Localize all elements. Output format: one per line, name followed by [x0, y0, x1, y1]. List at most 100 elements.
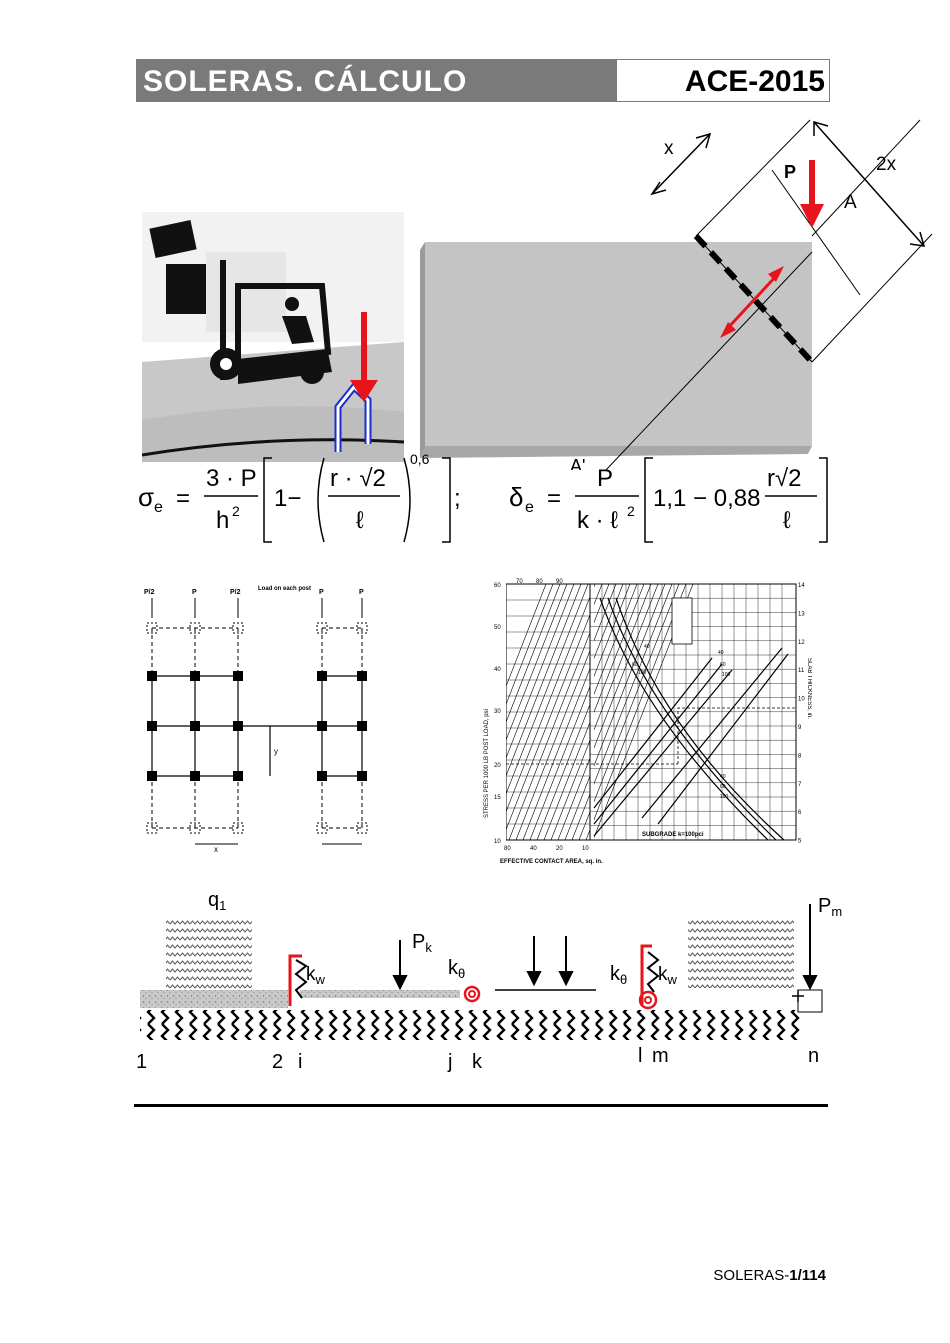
svg-text:k · ℓ: k · ℓ: [577, 507, 618, 534]
bottom-tick: 40: [530, 846, 537, 852]
node-n: n: [808, 1045, 819, 1067]
bottom-axis-title: EFFECTIVE CONTACT AREA, sq. in.: [500, 859, 603, 865]
right-tick: 12: [798, 640, 805, 646]
right-tick: 9: [798, 725, 802, 731]
curve-label: 60: [632, 662, 638, 668]
node-2: 2: [272, 1051, 283, 1073]
page-footer: SOLERAS-1/114: [713, 1267, 826, 1284]
kw-label-left: kw: [306, 964, 326, 987]
svg-text:3 · P: 3 · P: [206, 465, 257, 492]
svg-text:P: P: [597, 465, 613, 492]
load-note: Load on each post: [258, 586, 311, 592]
left-tick: 15: [494, 795, 501, 801]
contact-area-line: [501, 583, 603, 841]
node-1: 1: [136, 1051, 147, 1073]
page-number: 1/114: [789, 1267, 826, 1284]
left-axis-title: STRESS PER 1000 LB POST LOAD, psi: [484, 709, 490, 818]
bottom-tick: 10: [582, 846, 589, 852]
left-tick: 20: [494, 763, 501, 769]
chart-curve: [615, 597, 785, 841]
svg-text:h: h: [216, 507, 229, 534]
left-tick: 10: [494, 839, 501, 845]
label-p-half-1: P/2: [144, 589, 155, 596]
curve-label: 60: [720, 662, 726, 668]
kw-label-right: kw: [658, 964, 678, 987]
ktheta-label-right: kθ: [610, 963, 627, 987]
two-x-dimension-label: 2x: [876, 154, 897, 175]
top-tick: 70: [516, 579, 523, 585]
point-a-label: A: [844, 192, 857, 213]
svg-text:=: =: [176, 485, 190, 512]
svg-text:r√2: r√2: [767, 465, 802, 492]
inset-grid: [671, 597, 693, 645]
curve-label: 100: [638, 670, 647, 676]
curve-label: 100: [722, 672, 731, 678]
svg-text:δ: δ: [509, 482, 523, 512]
deflection-formula: δ e = P k · ℓ 2 1,1 − 0,88 r√2 ℓ: [509, 457, 828, 543]
left-mask-right: [590, 578, 594, 870]
reading-line: [677, 707, 796, 764]
x-dimension-label: x: [664, 138, 674, 159]
svg-text:2: 2: [232, 503, 240, 519]
q1-label: q1: [208, 889, 226, 913]
left-tick: 50: [494, 625, 501, 631]
right-tick: 10: [798, 697, 805, 703]
beam-model: q1 kw Pk kθ kθ kw Pm 1 2 i j k l m n: [136, 889, 842, 1073]
post-grid-figure: P/2 P P/2 P P Load on each post y x: [144, 586, 368, 854]
chart-curve: [607, 597, 777, 841]
left-tick: 60: [494, 583, 501, 589]
node-l: l: [638, 1045, 642, 1067]
svg-text:σ: σ: [138, 482, 154, 512]
svg-text:;: ;: [454, 485, 461, 512]
curve-label: 100: [720, 794, 729, 800]
node-m: m: [652, 1045, 669, 1067]
label-p-half-2: P/2: [230, 589, 241, 596]
svg-text:r · √2: r · √2: [330, 465, 386, 492]
right-tick: 11: [798, 668, 805, 674]
curve-label: 40: [718, 650, 724, 656]
node-j: j: [447, 1051, 452, 1073]
right-tick: 6: [798, 810, 802, 816]
curve-label: 40: [720, 774, 726, 780]
label-p-1: P: [192, 589, 197, 596]
horizontal-rule: [134, 1104, 828, 1107]
p-load-label: P: [784, 162, 796, 182]
footer-prefix: SOLERAS-: [713, 1267, 790, 1284]
top-tick: 80: [536, 579, 543, 585]
header-bar: SOLERAS. CÁLCULO ACE-2015: [136, 59, 830, 102]
svg-text:0,6: 0,6: [410, 451, 430, 467]
right-tick: 14: [798, 583, 805, 589]
top-tick: 90: [556, 579, 563, 585]
point-a-prime-label: A': [570, 456, 585, 470]
bottom-tick: 20: [556, 846, 563, 852]
svg-text:=: =: [547, 485, 561, 512]
svg-text:e: e: [154, 499, 163, 516]
left-mask: [482, 578, 506, 870]
forklift-illustration: [142, 212, 404, 462]
bottom-tick: 80: [504, 846, 511, 852]
document-code: ACE-2015: [684, 65, 825, 98]
svg-text:1−: 1−: [274, 485, 301, 512]
ktheta-label-left: kθ: [448, 957, 465, 981]
chart-curve: [593, 663, 723, 825]
contact-area-line: [482, 583, 561, 785]
contact-area-line: [494, 583, 596, 841]
svg-text:ℓ: ℓ: [783, 507, 791, 534]
left-tick: 40: [494, 667, 501, 673]
subgrade-label: SUBGRADE k=100pci: [642, 832, 704, 838]
node-i: i: [298, 1051, 302, 1073]
svg-text:e: e: [525, 499, 534, 516]
pk-label: Pk: [412, 931, 432, 955]
page-title: SOLERAS. CÁLCULO: [137, 60, 617, 101]
slab-figure: x 2x P A A': [420, 119, 933, 470]
curve-label: 40: [644, 644, 650, 650]
chart-curve: [593, 669, 733, 837]
chart-curve: [641, 647, 783, 819]
right-tick: 8: [798, 753, 802, 759]
chart-curve: [599, 597, 769, 841]
grid-x-label: x: [214, 845, 218, 854]
pm-label: Pm: [818, 895, 842, 919]
